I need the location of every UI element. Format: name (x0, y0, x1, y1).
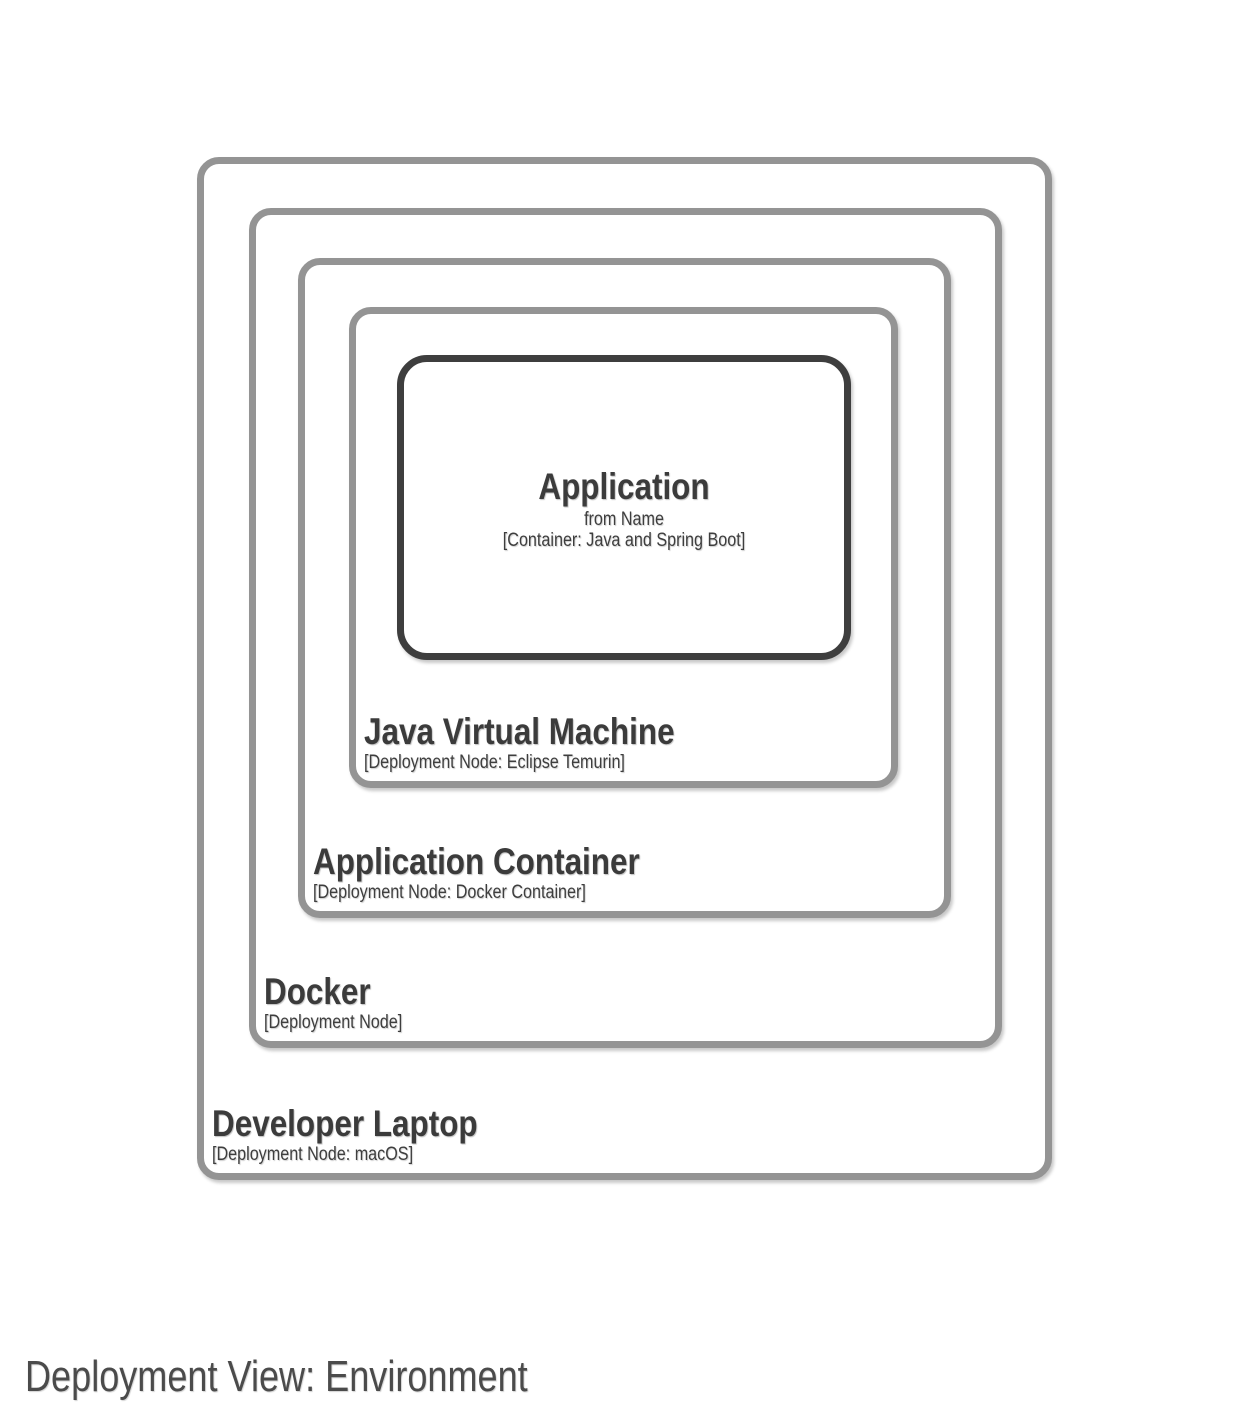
application-container-label: Application Container [Deployment Node: … (313, 841, 640, 905)
application-meta: [Container: Java and Spring Boot] (502, 529, 746, 551)
application-label: Application from Name [Container: Java a… (437, 362, 811, 653)
docker-title: Docker (264, 970, 371, 1012)
jvm-label: Java Virtual Machine [Deployment Node: E… (364, 711, 675, 775)
node-application: Application from Name [Container: Java a… (397, 355, 851, 660)
application-container-title: Application Container (313, 840, 640, 882)
node-java-virtual-machine: Application from Name [Container: Java a… (349, 307, 898, 788)
developer-laptop-title: Developer Laptop (212, 1102, 478, 1144)
application-subtitle: from Name (584, 508, 664, 530)
application-container-meta: [Deployment Node: Docker Container] (313, 882, 586, 904)
docker-label: Docker [Deployment Node] (264, 971, 402, 1035)
application-title: Application (538, 465, 710, 507)
developer-laptop-label: Developer Laptop [Deployment Node: macOS… (212, 1103, 478, 1167)
diagram-caption: Deployment View: Environment (25, 1352, 528, 1401)
jvm-title: Java Virtual Machine (364, 710, 675, 752)
developer-laptop-meta: [Deployment Node: macOS] (212, 1144, 414, 1166)
jvm-meta: [Deployment Node: Eclipse Temurin] (364, 752, 625, 774)
docker-meta: [Deployment Node] (264, 1012, 403, 1034)
node-docker: Application from Name [Container: Java a… (249, 208, 1002, 1048)
node-developer-laptop: Application from Name [Container: Java a… (197, 157, 1052, 1180)
node-application-container: Application from Name [Container: Java a… (298, 258, 951, 918)
